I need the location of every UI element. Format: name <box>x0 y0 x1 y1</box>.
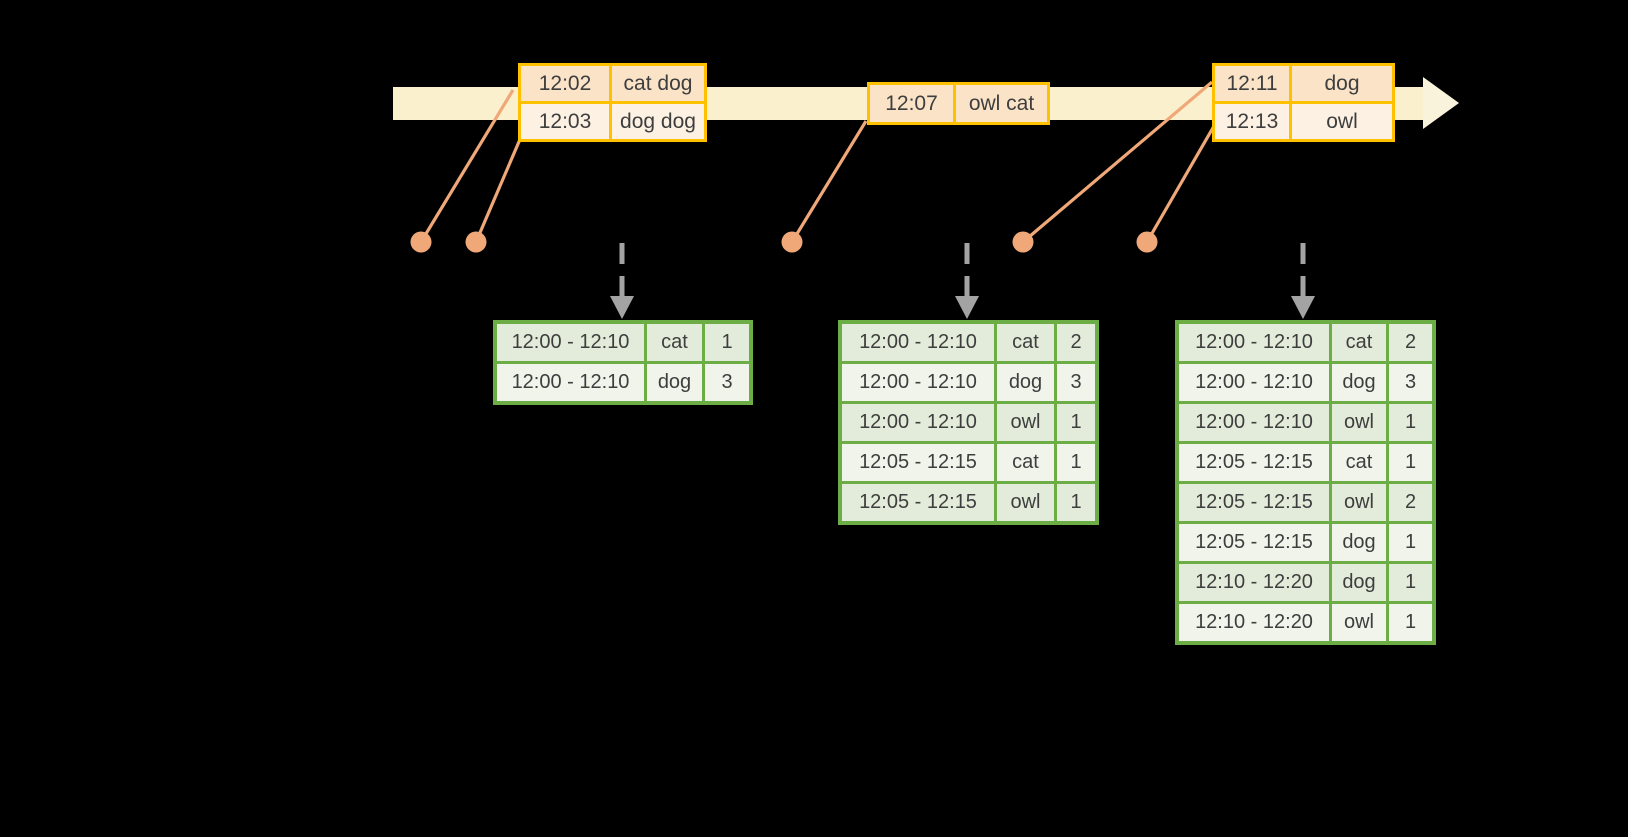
table-row: 12:07 owl cat <box>867 82 1050 125</box>
table-row: 12:13 owl <box>1212 101 1395 142</box>
count-cell: 2 <box>1054 320 1099 364</box>
result-table-1: 12:00 - 12:10 cat 1 12:00 - 12:10 dog 3 <box>493 320 753 405</box>
result-table-3: 12:00 - 12:10 cat 2 12:00 - 12:10 dog 3 … <box>1175 320 1436 645</box>
count-cell: 2 <box>1386 481 1436 524</box>
event-link-line <box>790 120 868 243</box>
count-cell: 1 <box>1386 561 1436 604</box>
word-cell: owl <box>1329 401 1389 444</box>
window-cell: 12:00 - 12:10 <box>838 401 997 444</box>
window-cell: 12:10 - 12:20 <box>1175 601 1332 645</box>
event-time-cell: 12:03 <box>518 101 612 142</box>
window-cell: 12:05 - 12:15 <box>838 441 997 484</box>
table-row: 12:02 cat dog <box>518 63 707 104</box>
count-cell: 1 <box>1386 521 1436 564</box>
trigger-arrows <box>610 243 1315 319</box>
event-marker-dot <box>1136 231 1158 253</box>
event-link-line <box>419 89 515 243</box>
word-cell: owl <box>994 401 1057 444</box>
event-time-cell: 12:13 <box>1212 101 1292 142</box>
window-cell: 12:05 - 12:15 <box>1175 441 1332 484</box>
window-cell: 12:00 - 12:10 <box>838 361 997 404</box>
event-words-cell: cat dog <box>609 63 707 104</box>
event-marker-dots <box>410 231 1158 253</box>
count-cell: 1 <box>1386 601 1436 645</box>
table-row: 12:10 - 12:20 owl 1 <box>1175 601 1436 645</box>
word-cell: cat <box>1329 320 1389 364</box>
word-cell: owl <box>1329 481 1389 524</box>
event-table-2: 12:07 owl cat <box>867 82 1050 125</box>
word-cell: dog <box>1329 521 1389 564</box>
window-cell: 12:00 - 12:10 <box>493 361 647 405</box>
table-row: 12:05 - 12:15 owl 1 <box>838 481 1099 525</box>
window-cell: 12:05 - 12:15 <box>1175 521 1332 564</box>
event-words-cell: owl cat <box>953 82 1050 125</box>
table-row: 12:00 - 12:10 cat 1 <box>493 320 753 364</box>
count-cell: 1 <box>1054 441 1099 484</box>
event-time-cell: 12:02 <box>518 63 612 104</box>
event-marker-dot <box>465 231 487 253</box>
window-cell: 12:10 - 12:20 <box>1175 561 1332 604</box>
word-cell: cat <box>994 441 1057 484</box>
window-cell: 12:05 - 12:15 <box>1175 481 1332 524</box>
word-cell: owl <box>994 481 1057 525</box>
timeline-arrow-head-icon <box>1423 77 1459 129</box>
count-cell: 1 <box>1054 481 1099 525</box>
event-link-line <box>1021 80 1214 244</box>
event-words-cell: owl <box>1289 101 1395 142</box>
word-cell: dog <box>1329 361 1389 404</box>
count-cell: 3 <box>702 361 753 405</box>
event-words-cell: dog <box>1289 63 1395 104</box>
count-cell: 1 <box>1386 401 1436 444</box>
word-cell: cat <box>1329 441 1389 484</box>
down-arrow-icon <box>1291 243 1315 319</box>
table-row: 12:00 - 12:10 dog 3 <box>838 361 1099 404</box>
window-cell: 12:00 - 12:10 <box>1175 401 1332 444</box>
count-cell: 1 <box>1386 441 1436 484</box>
table-row: 12:11 dog <box>1212 63 1395 104</box>
count-cell: 3 <box>1386 361 1436 404</box>
table-row: 12:10 - 12:20 dog 1 <box>1175 561 1436 604</box>
down-arrow-icon <box>955 243 979 319</box>
table-row: 12:00 - 12:10 owl 1 <box>1175 401 1436 444</box>
event-table-3: 12:11 dog 12:13 owl <box>1212 63 1395 142</box>
down-arrow-icon <box>610 243 634 319</box>
table-row: 12:00 - 12:10 cat 2 <box>1175 320 1436 364</box>
count-cell: 1 <box>1054 401 1099 444</box>
word-cell: dog <box>994 361 1057 404</box>
window-cell: 12:00 - 12:10 <box>838 320 997 364</box>
window-cell: 12:05 - 12:15 <box>838 481 997 525</box>
event-words-cell: dog dog <box>609 101 707 142</box>
window-cell: 12:00 - 12:10 <box>493 320 647 364</box>
result-table-2: 12:00 - 12:10 cat 2 12:00 - 12:10 dog 3 … <box>838 320 1099 525</box>
event-marker-dot <box>781 231 803 253</box>
event-link-line <box>474 129 526 243</box>
count-cell: 1 <box>702 320 753 364</box>
event-marker-dot <box>1012 231 1034 253</box>
event-link-line <box>1145 125 1216 243</box>
table-row: 12:00 - 12:10 dog 3 <box>1175 361 1436 404</box>
word-cell: dog <box>644 361 705 405</box>
table-row: 12:00 - 12:10 owl 1 <box>838 401 1099 444</box>
table-row: 12:05 - 12:15 owl 2 <box>1175 481 1436 524</box>
word-cell: owl <box>1329 601 1389 645</box>
event-time-cell: 12:07 <box>867 82 956 125</box>
word-cell: cat <box>994 320 1057 364</box>
table-row: 12:03 dog dog <box>518 101 707 142</box>
window-cell: 12:00 - 12:10 <box>1175 361 1332 404</box>
count-cell: 2 <box>1386 320 1436 364</box>
word-cell: cat <box>644 320 705 364</box>
table-row: 12:00 - 12:10 dog 3 <box>493 361 753 405</box>
table-row: 12:05 - 12:15 cat 1 <box>838 441 1099 484</box>
event-link-lines <box>419 80 1216 244</box>
count-cell: 3 <box>1054 361 1099 404</box>
event-marker-dot <box>410 231 432 253</box>
table-row: 12:05 - 12:15 dog 1 <box>1175 521 1436 564</box>
event-table-1: 12:02 cat dog 12:03 dog dog <box>518 63 707 142</box>
word-cell: dog <box>1329 561 1389 604</box>
table-row: 12:05 - 12:15 cat 1 <box>1175 441 1436 484</box>
event-time-cell: 12:11 <box>1212 63 1292 104</box>
table-row: 12:00 - 12:10 cat 2 <box>838 320 1099 364</box>
window-cell: 12:00 - 12:10 <box>1175 320 1332 364</box>
